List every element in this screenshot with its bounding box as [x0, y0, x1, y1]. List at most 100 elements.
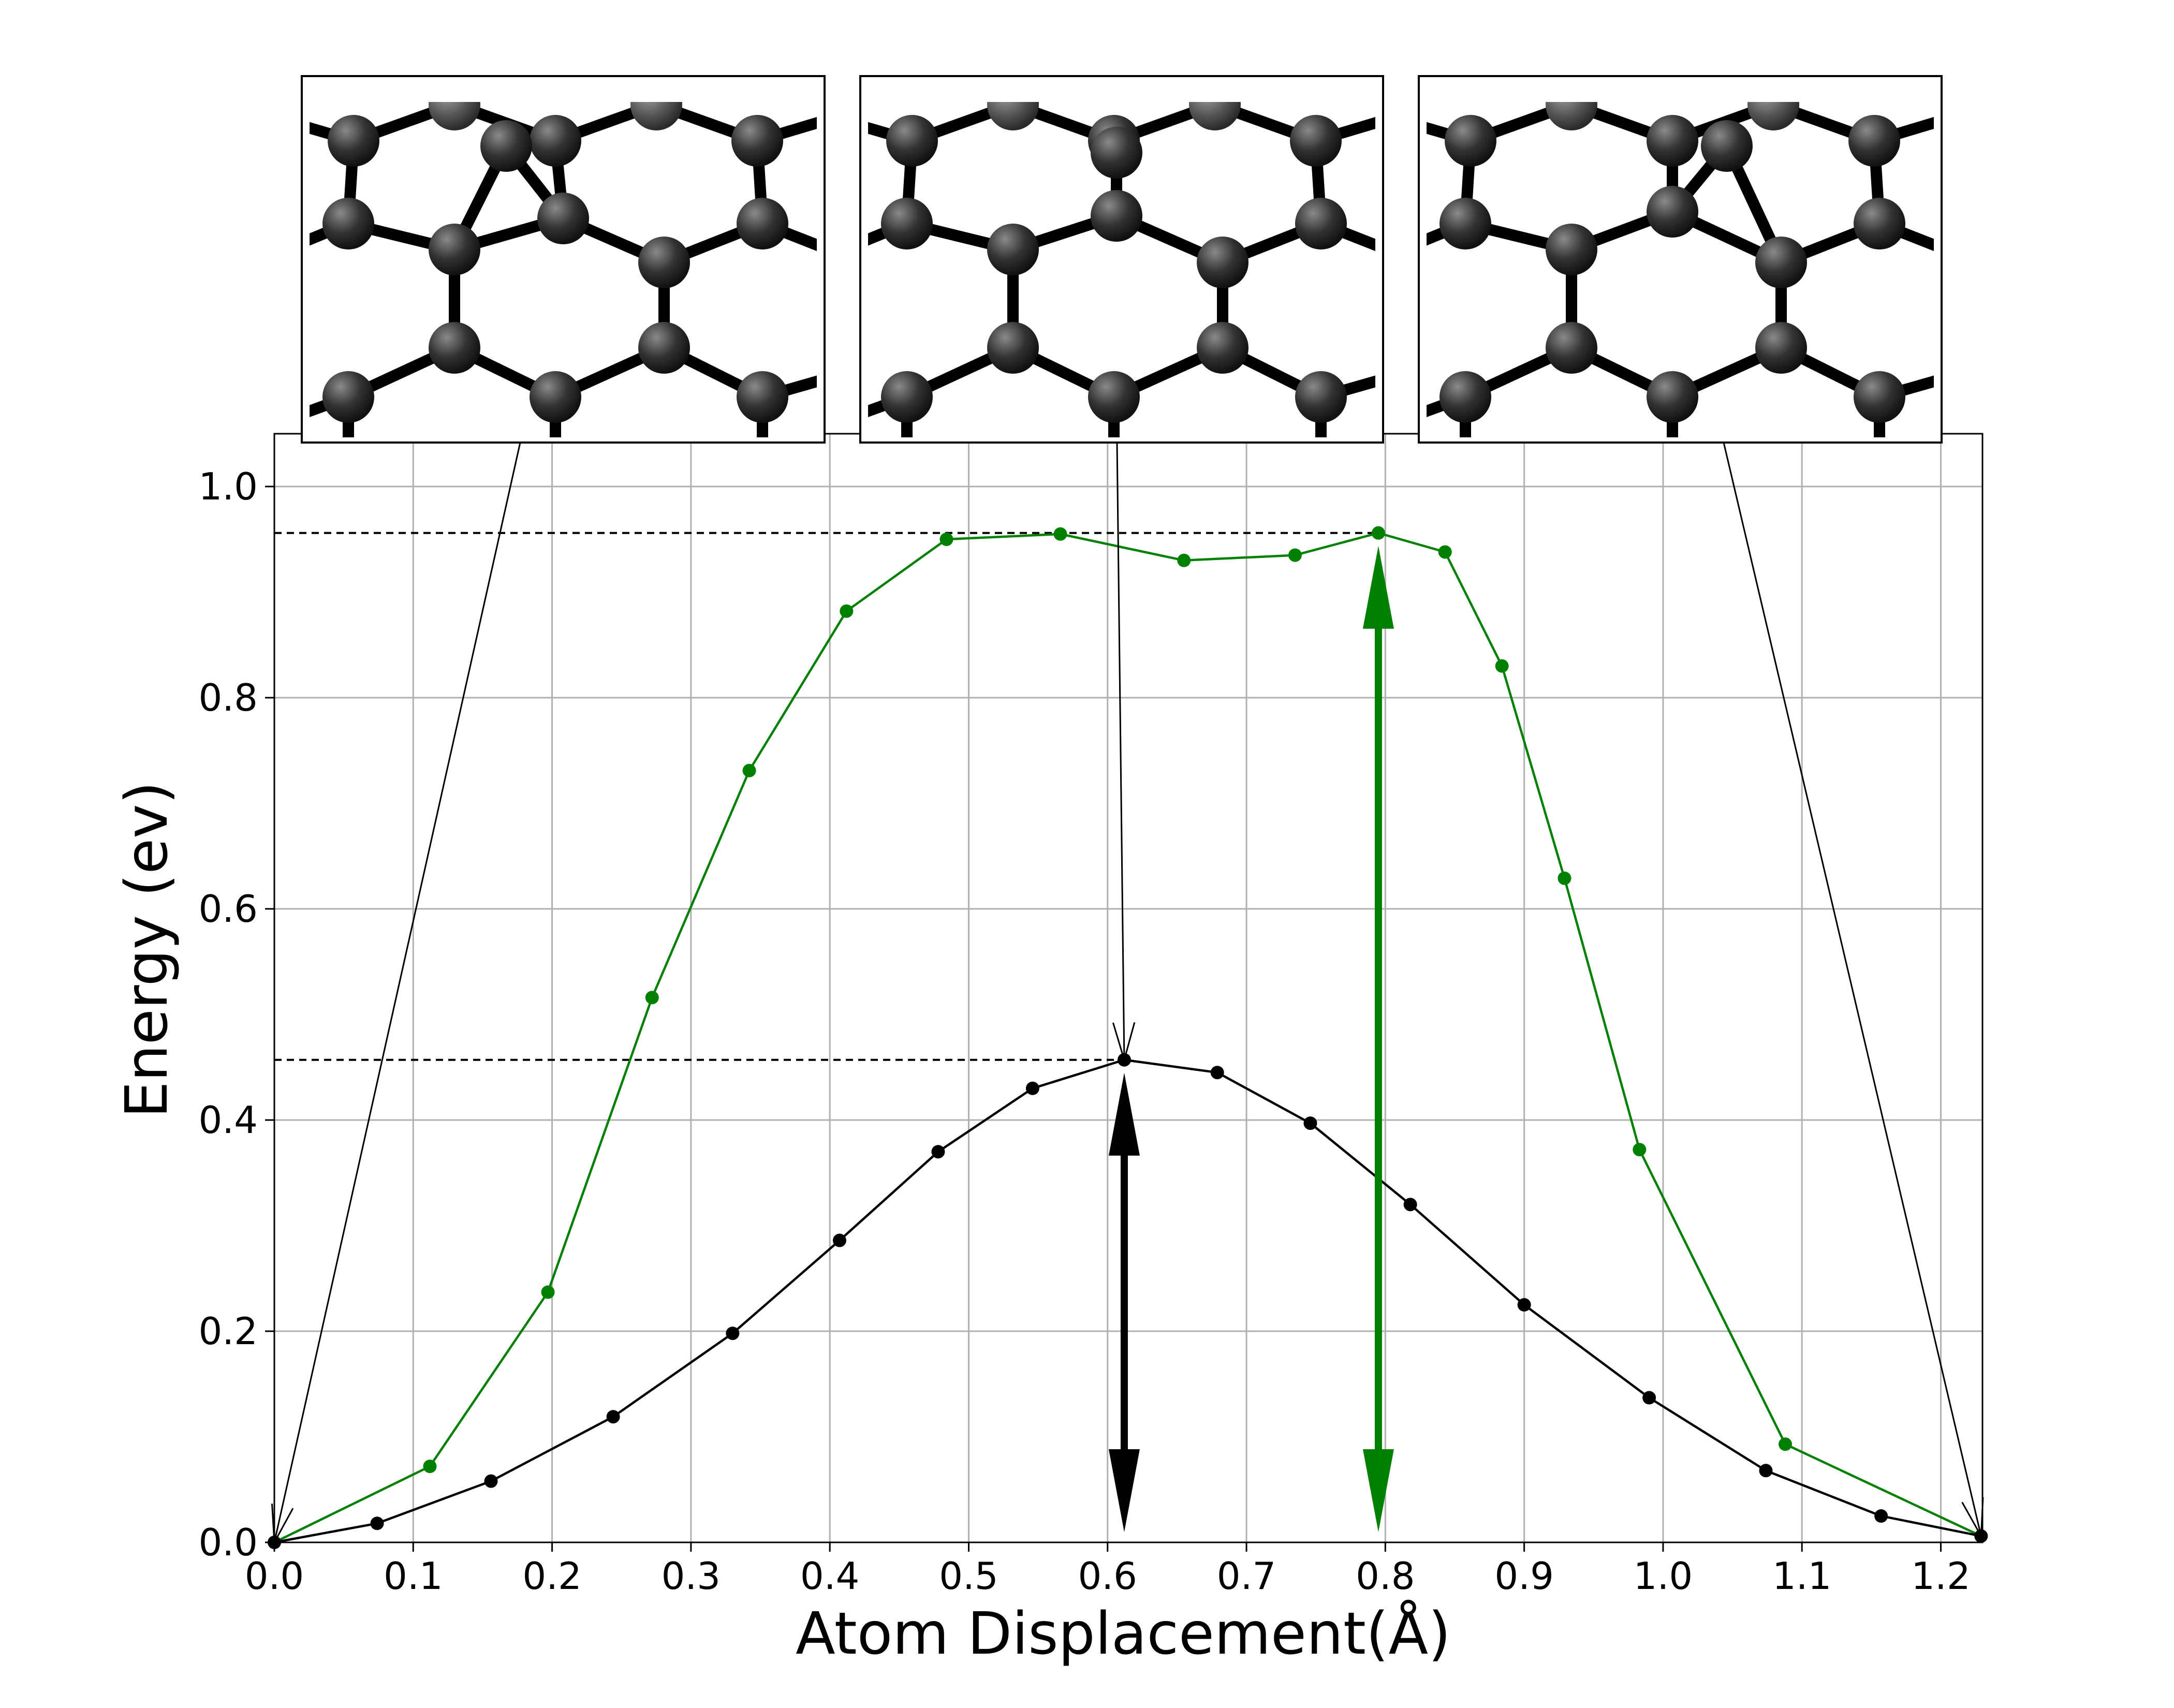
carbon-atom — [530, 115, 581, 167]
carbon-atom — [1701, 120, 1753, 172]
x-tick-label: 0.4 — [800, 1554, 860, 1598]
series-0-point — [1558, 871, 1571, 885]
series-1-point — [1210, 1066, 1224, 1080]
x-tick-label: 0.8 — [1356, 1554, 1415, 1598]
carbon-atom — [1854, 371, 1905, 423]
series-1-point — [1874, 1509, 1888, 1523]
y-tick-label: 1.0 — [198, 465, 258, 508]
carbon-atom — [1189, 102, 1241, 130]
inset-pointer-line — [1116, 442, 1125, 1060]
series-1-point — [726, 1327, 740, 1341]
barrier-double-arrow — [1362, 546, 1394, 1532]
arrow-head-down — [1362, 1449, 1394, 1532]
x-tick-label: 0.7 — [1217, 1554, 1276, 1598]
inset-pointers — [271, 442, 1984, 1545]
carbon-atom — [731, 115, 783, 167]
carbon-atom — [987, 322, 1039, 374]
carbon-atom — [1854, 198, 1905, 249]
y-tick-label: 0.2 — [198, 1309, 258, 1353]
x-tick-label: 0.9 — [1494, 1554, 1554, 1598]
carbon-atom — [1848, 115, 1900, 167]
series-0-point — [1438, 545, 1452, 559]
inset-pointer-line — [273, 442, 521, 1543]
inset-pointer-line — [1723, 442, 1982, 1537]
inset-pointer-arrowhead — [1112, 1022, 1136, 1063]
x-tick-label: 0.6 — [1078, 1554, 1137, 1598]
initial-state-inset — [301, 75, 826, 444]
series-1-point — [1303, 1116, 1317, 1130]
carbon-atom — [987, 224, 1039, 275]
series-0-point — [1288, 548, 1302, 562]
barrier-arrows — [1108, 546, 1394, 1532]
series-1-point — [370, 1516, 384, 1530]
structure-insets — [301, 75, 1943, 444]
series-0-point — [742, 763, 756, 777]
series-0-point — [1495, 659, 1509, 673]
carbon-atom — [886, 115, 938, 167]
y-axis-ticks: 0.00.20.40.60.81.0 — [198, 465, 274, 1564]
grid — [273, 434, 1982, 1543]
carbon-atom — [1439, 371, 1491, 423]
carbon-atom — [322, 198, 374, 249]
y-axis-label: Energy (ev) — [113, 782, 181, 1118]
carbon-atom — [429, 322, 480, 374]
y-tick-label: 0.0 — [198, 1521, 258, 1564]
carbon-atom — [322, 371, 374, 423]
carbon-atom — [1546, 224, 1597, 275]
series-1-point — [484, 1474, 498, 1488]
series-1-point — [1025, 1081, 1039, 1095]
carbon-atom — [1755, 322, 1807, 374]
series-0-point — [1779, 1437, 1793, 1451]
barrier-double-arrow — [1108, 1072, 1140, 1532]
series-0-point — [645, 991, 659, 1005]
x-axis-label: Atom Displacement(Å) — [796, 1600, 1451, 1668]
carbon-atom — [1295, 371, 1347, 423]
carbon-atom — [429, 224, 480, 275]
x-tick-label: 1.0 — [1634, 1554, 1693, 1598]
carbon-atom — [1647, 371, 1698, 423]
series-0-point — [1177, 553, 1191, 567]
carbon-atom — [987, 102, 1039, 130]
carbon-atom — [1755, 237, 1807, 288]
carbon-atom — [1647, 115, 1698, 167]
series-1-point — [832, 1233, 846, 1247]
carbon-atom — [1295, 198, 1347, 249]
carbon-atom — [1445, 115, 1496, 167]
carbon-atom — [1091, 127, 1142, 179]
series-1-point — [931, 1145, 945, 1159]
carbon-atom — [1290, 115, 1342, 167]
carbon-atom — [1747, 102, 1799, 130]
series-0-point — [939, 533, 953, 546]
series-0-point — [541, 1285, 555, 1299]
carbon-atom — [429, 102, 480, 130]
carbon-atom — [1088, 371, 1140, 423]
carbon-atom — [737, 371, 788, 423]
carbon-atom — [530, 371, 581, 423]
carbon-atom — [1546, 322, 1597, 374]
x-tick-label: 0.0 — [245, 1554, 304, 1598]
carbon-atom — [881, 198, 933, 249]
series-1-point — [1403, 1198, 1417, 1212]
carbon-atom — [1197, 322, 1248, 374]
series-1-point — [606, 1410, 620, 1424]
carbon-atom — [1439, 198, 1491, 249]
series-1-point — [1517, 1298, 1531, 1312]
x-tick-label: 0.3 — [662, 1554, 721, 1598]
carbon-atom — [737, 198, 788, 249]
carbon-atom — [1647, 186, 1698, 238]
x-tick-label: 0.5 — [939, 1554, 998, 1598]
series-1-point — [1642, 1391, 1656, 1405]
carbon-atom — [480, 120, 532, 172]
x-tick-label: 1.1 — [1772, 1554, 1832, 1598]
y-tick-label: 0.4 — [198, 1098, 258, 1142]
series-0-point — [1371, 526, 1385, 540]
x-tick-label: 1.2 — [1911, 1554, 1971, 1598]
series-0-point — [1633, 1143, 1647, 1157]
carbon-atom — [328, 115, 379, 167]
x-tick-label: 0.1 — [384, 1554, 443, 1598]
carbon-atom — [1197, 237, 1248, 288]
final-state-inset — [1418, 75, 1943, 444]
y-tick-label: 0.8 — [198, 676, 258, 719]
